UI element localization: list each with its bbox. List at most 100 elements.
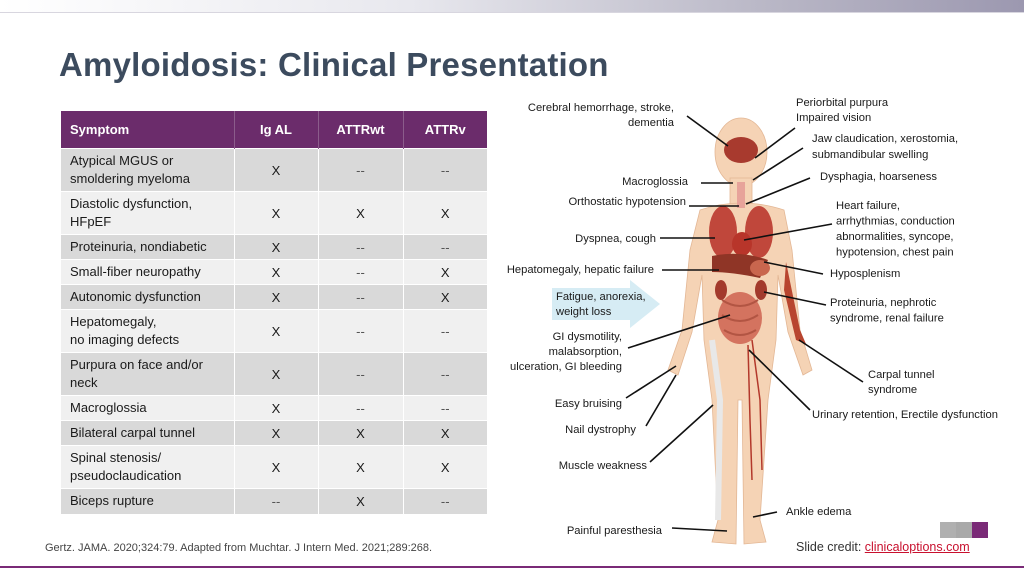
ig-al-cell: X	[234, 420, 319, 446]
attrv-cell: --	[403, 352, 487, 396]
attrv-cell: --	[403, 148, 487, 192]
credit-prefix: Slide credit:	[796, 540, 865, 554]
left-lung-icon	[709, 206, 737, 258]
figure-label-line: GI dysmotility,	[553, 331, 622, 343]
figure-label-line: syndrome, renal failure	[830, 313, 944, 325]
figure-label-line: Easy bruising	[555, 398, 622, 410]
right-kidney-icon	[755, 280, 767, 300]
stomach-icon	[750, 260, 770, 276]
figure-label-line: Dysphagia, hoarseness	[820, 171, 937, 183]
figure-label: Fatigue, anorexia,weight loss	[555, 291, 646, 318]
symptom-line: Diastolic dysfunction,	[70, 196, 193, 211]
attrwt-cell: --	[318, 234, 404, 260]
skeleton-icon	[709, 339, 724, 521]
attrwt-cell: --	[318, 352, 404, 396]
figure-label: Urinary retention, Erectile dysfunction	[812, 409, 998, 421]
attrwt-cell: X	[318, 191, 404, 235]
figure-label-line: Fatigue, anorexia,	[556, 291, 646, 303]
ig-al-cell: X	[234, 445, 319, 489]
citation-text: Gertz. JAMA. 2020;324:79. Adapted from M…	[45, 542, 433, 554]
table-header-row: Symptom Ig AL ATTRwt ATTRv	[61, 111, 487, 149]
figure-label-line: Urinary retention, Erectile dysfunction	[812, 409, 998, 421]
figure-label-line: Hepatomegaly, hepatic failure	[507, 264, 654, 276]
attrv-cell: X	[403, 284, 487, 310]
intestine-icon	[718, 292, 762, 344]
figure-label: Macroglossia	[622, 176, 689, 188]
symptom-cell: Macroglossia	[61, 395, 235, 421]
attrv-cell: --	[403, 234, 487, 260]
figure-label-line: Dyspnea, cough	[575, 233, 656, 245]
attrwt-cell: --	[318, 309, 404, 353]
heart-icon	[732, 232, 752, 256]
header-attrv: ATTRv	[403, 111, 487, 149]
symptom-line: smoldering myeloma	[70, 171, 190, 186]
figure-label-line: submandibular swelling	[812, 149, 928, 161]
figure-label-line: Macroglossia	[622, 176, 689, 188]
figure-label-line: Painful paresthesia	[567, 525, 663, 537]
figure-label: Dysphagia, hoarseness	[820, 171, 937, 183]
figure-label-line: Orthostatic hypotension	[568, 196, 686, 208]
symptom-line: Autonomic dysfunction	[70, 289, 201, 304]
logo-square-3	[972, 522, 988, 538]
brain-icon	[724, 137, 758, 163]
slide-title: Amyloidosis: Clinical Presentation	[59, 46, 609, 83]
symptom-line: Macroglossia	[70, 400, 147, 415]
symptom-cell: Hepatomegaly, no imaging defects	[61, 309, 235, 353]
header-symptom: Symptom	[61, 111, 235, 149]
symptom-line: Small-fiber neuropathy	[70, 264, 201, 279]
symptom-line: Atypical MGUS or	[70, 153, 174, 168]
figure-label-line: Carpal tunnel	[868, 369, 935, 381]
attrwt-cell: --	[318, 284, 404, 310]
figure-label: Nail dystrophy	[565, 424, 636, 436]
figure-label: Cerebral hemorrhage, stroke,dementia	[528, 102, 675, 129]
attrv-cell: X	[403, 420, 487, 446]
figure-label-line: abnormalities, syncope,	[836, 231, 954, 243]
ig-al-cell: X	[234, 395, 319, 421]
attrv-cell: X	[403, 445, 487, 489]
attrv-cell: --	[403, 395, 487, 421]
figure-label-line: ulceration, GI bleeding	[510, 361, 622, 373]
credit-link[interactable]: clinicaloptions.com	[864, 540, 970, 554]
symptom-line: no imaging defects	[70, 332, 180, 347]
fatigue-arrow	[552, 280, 660, 328]
attrwt-cell: --	[318, 395, 404, 421]
arm-muscle-icon	[784, 262, 806, 344]
symptom-cell: Proteinuria, nondiabetic	[61, 234, 235, 260]
figure-label-line: Proteinuria, nephrotic	[830, 297, 937, 309]
slide-credit: Slide credit: clinicaloptions.com	[796, 540, 970, 554]
header-ig-al: Ig AL	[234, 111, 319, 149]
ig-al-cell: X	[234, 259, 319, 285]
symptom-line: Spinal stenosis/	[70, 450, 162, 465]
ig-al-cell: X	[234, 352, 319, 396]
body-diagram: Cerebral hemorrhage, stroke,dementiaPeri…	[507, 97, 998, 545]
figure-label-line: Ankle edema	[786, 506, 852, 518]
bottom-accent-line	[0, 566, 1024, 568]
cco-logo	[940, 522, 988, 538]
leader-lines	[625, 115, 864, 532]
symptom-line: Hepatomegaly,	[70, 314, 157, 329]
logo-square-2	[956, 522, 972, 538]
attrwt-cell: --	[318, 148, 404, 192]
figure-label-line: hypotension, chest pain	[836, 247, 954, 259]
symptom-line: Bilateral carpal tunnel	[70, 425, 196, 440]
symptom-cell: Diastolic dysfunction,HFpEF	[61, 191, 235, 235]
top-divider	[0, 12, 1024, 13]
ig-al-cell: X	[234, 148, 319, 192]
figure-label-line: dementia	[628, 117, 675, 129]
figure-label-line: Muscle weakness	[559, 460, 648, 472]
symptom-line: Proteinuria, nondiabetic	[70, 239, 207, 254]
figure-label: Jaw claudication, xerostomia,submandibul…	[812, 133, 958, 161]
symptom-line: pseudoclaudication	[70, 468, 182, 483]
figure-label-line: Heart failure,	[836, 200, 900, 212]
ig-al-cell: X	[234, 234, 319, 260]
symptom-table: Symptom Ig AL ATTRwt ATTRv Atypical MGUS…	[61, 111, 487, 514]
left-kidney-icon	[715, 280, 727, 300]
